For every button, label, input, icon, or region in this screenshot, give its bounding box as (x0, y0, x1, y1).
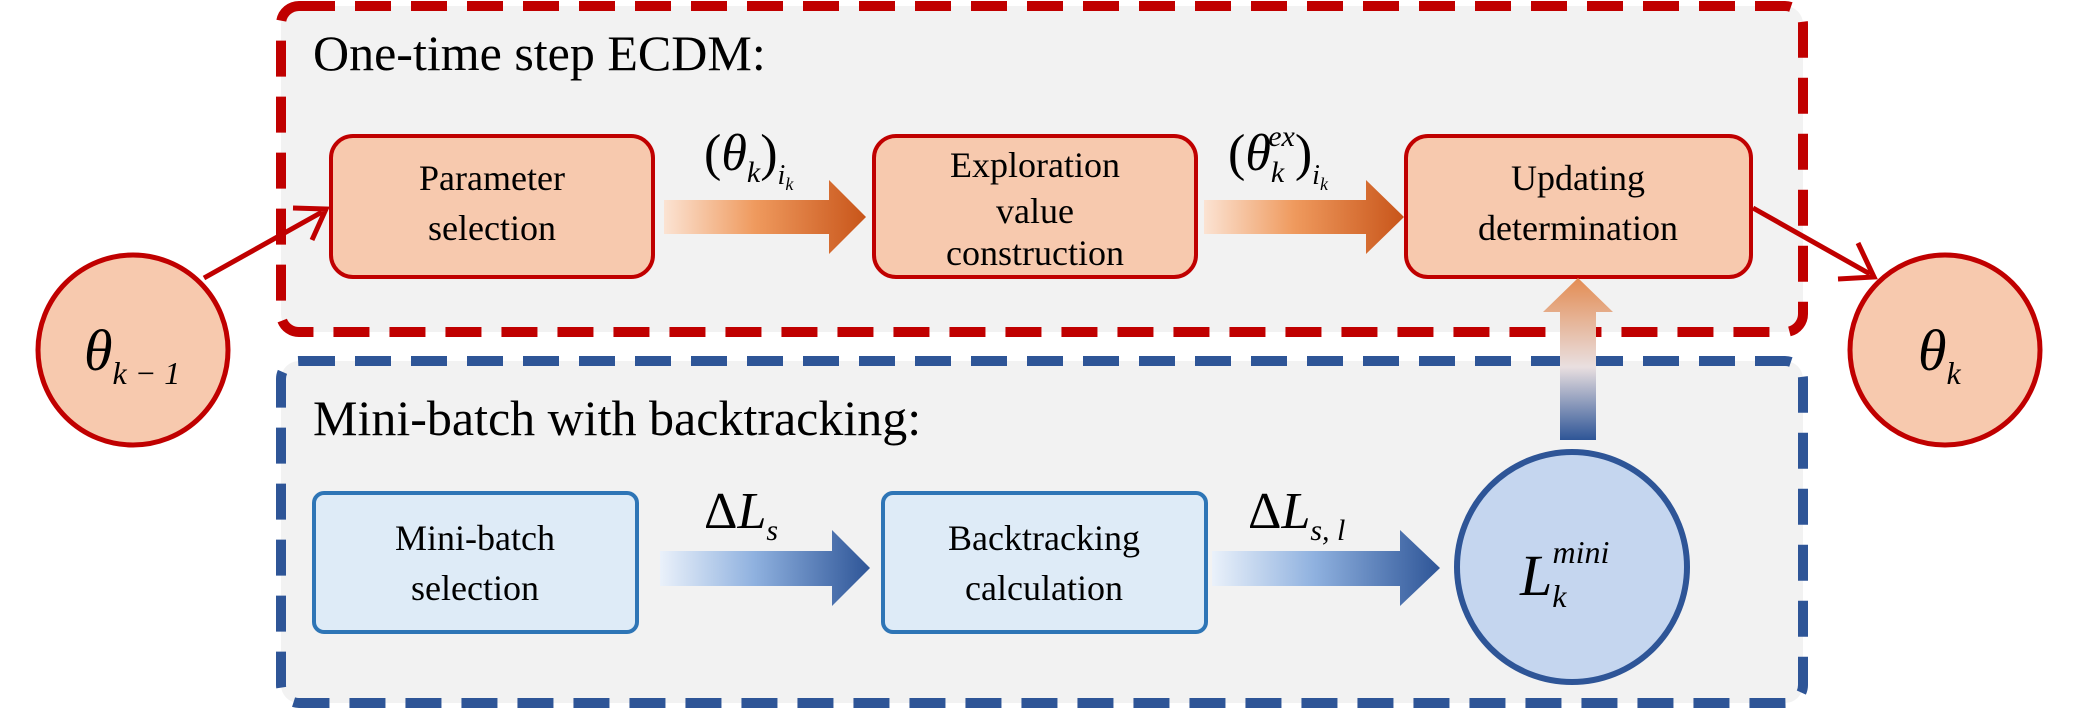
arrow-lmini-to-updating (1543, 278, 1613, 440)
arrow-label-theta-k-ex-ik: (θkex)ik (1228, 120, 1329, 194)
arrow-updating-to-output (1751, 205, 1878, 282)
arrow-label-theta-k-ik: (θk)ik (704, 125, 794, 194)
input-theta-node: θk − 1 (35, 252, 231, 448)
arrow-exploration-to-updating (1204, 180, 1404, 254)
l-mini-node: Lkmini (1454, 449, 1690, 685)
updating-determination-box: Updating determination (1404, 134, 1753, 279)
arrow-minibatch-to-backtracking (660, 530, 870, 606)
arrow-label-delta-ls: ΔLs (704, 483, 778, 547)
mini-batch-box-line-2: selection (411, 568, 539, 608)
backtracking-box-line-2: calculation (965, 568, 1123, 608)
exploration-value-construction-box: Exploration value construction (872, 134, 1198, 279)
arrow-param-to-exploration (664, 180, 866, 254)
mini-batch-selection-box: Mini-batch selection (312, 491, 639, 634)
parameter-selection-line-1: Parameter (419, 158, 565, 198)
exploration-box-line-1: Exploration (950, 145, 1120, 185)
exploration-box-line-2: value (996, 191, 1074, 231)
arrow-label-delta-lsl: ΔLs, l (1248, 483, 1345, 547)
input-theta-label: θk − 1 (84, 318, 180, 391)
parameter-selection-box: Parameter selection (329, 134, 655, 279)
mini-batch-box-line-1: Mini-batch (395, 518, 555, 558)
arrow-backtracking-to-lmini (1212, 530, 1440, 606)
top-panel-caption: One-time step ECDM: (313, 25, 766, 81)
backtracking-box-line-1: Backtracking (948, 518, 1140, 558)
output-theta-node: θk (1847, 252, 2043, 448)
arrow-input-to-parameter (202, 205, 330, 281)
bottom-panel-caption: Mini-batch with backtracking: (313, 390, 921, 446)
parameter-selection-line-2: selection (428, 208, 556, 248)
exploration-box-line-3: construction (946, 233, 1124, 273)
l-mini-label: Lkmini (1519, 534, 1609, 614)
output-theta-label: θk (1918, 318, 1962, 391)
backtracking-calculation-box: Backtracking calculation (881, 491, 1208, 634)
updating-box-line-1: Updating (1511, 158, 1645, 198)
updating-box-line-2: determination (1478, 208, 1678, 248)
